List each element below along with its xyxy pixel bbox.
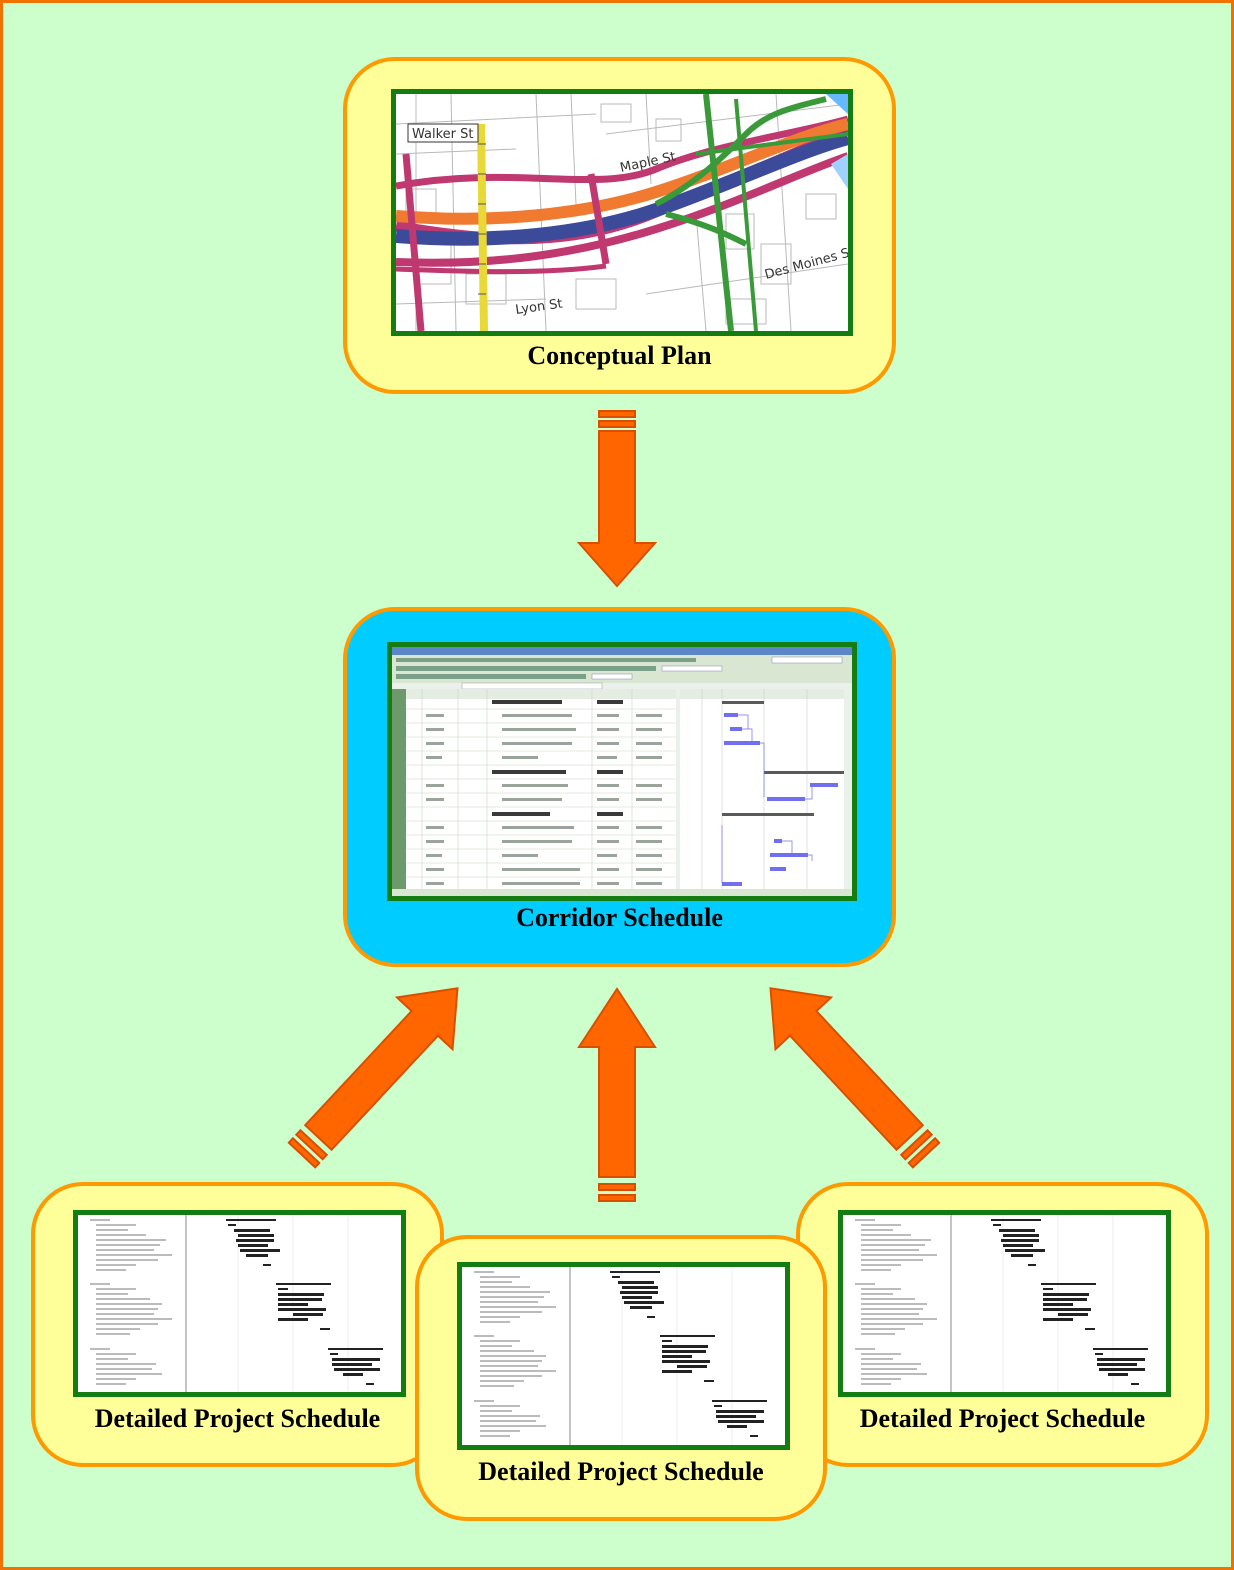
conceptual-plan-label: Conceptual Plan [527,341,712,370]
arrows-layer [287,410,941,1202]
arrow-center-detailed-to-corridor [577,987,657,1202]
detailed-schedule-left-screenshot [73,1210,406,1397]
corridor-schedule-screenshot [387,642,857,901]
arrow-right-detailed-to-corridor [769,987,941,1169]
detailed-schedule-left-label: Detailed Project Schedule [94,1404,381,1433]
corridor-schedule-node: Corridor Schedule [343,607,896,967]
detailed-schedule-right-node: Detailed Project Schedule [796,1182,1209,1467]
conceptual-plan-map-image: Walker St Maple St Lyon St Des Moines St [391,89,853,336]
corridor-schedule-label: Corridor Schedule [516,903,723,932]
detailed-schedule-right-screenshot [838,1210,1171,1397]
detailed-schedule-center-label: Detailed Project Schedule [478,1457,764,1486]
detailed-schedule-center-screenshot [457,1262,790,1450]
detailed-schedule-center-node: Detailed Project Schedule [415,1235,827,1521]
arrow-left-detailed-to-corridor [287,987,459,1169]
map-label-walker-st: Walker St [412,127,474,142]
conceptual-plan-node: Walker St Maple St Lyon St Des Moines St… [343,57,896,394]
arrow-plan-to-corridor [576,410,658,588]
detailed-schedule-right-label: Detailed Project Schedule [859,1404,1146,1433]
detailed-schedule-left-node: Detailed Project Schedule [31,1182,444,1467]
map-label-lyon-st: Lyon St [514,297,563,318]
